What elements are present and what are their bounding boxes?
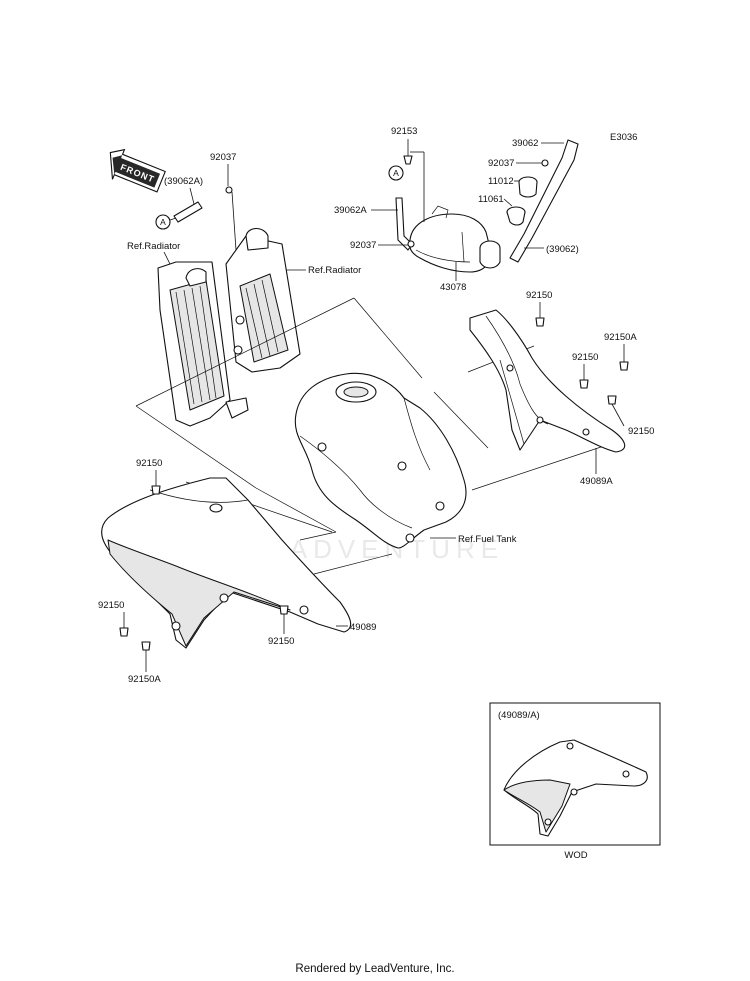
label-92150-c: 92150	[628, 426, 654, 437]
label-92150-left-top: 92150	[136, 458, 162, 469]
label-11012: 11012	[488, 176, 514, 187]
label-ref-radiator-left: Ref.Radiator	[127, 241, 180, 252]
left-radiator	[157, 261, 249, 427]
inset-title: (49089/A)	[498, 710, 540, 721]
label-92037-left: 92037	[210, 152, 236, 163]
label-92037-top-right: 92037	[488, 158, 514, 169]
right-radiator	[225, 227, 301, 373]
front-arrow-icon: FRONT	[109, 148, 166, 193]
label-92150-left-bottom: 92150	[98, 600, 124, 611]
shroud-right-49089A	[469, 309, 626, 453]
reservoir-tank-assembly: A	[388, 139, 579, 273]
label-39062A: 39062A	[334, 205, 367, 216]
callout-a-top: A	[393, 168, 399, 178]
fuel-tank	[294, 372, 467, 549]
label-39062-paren: (39062)	[546, 244, 579, 255]
label-49089A: 49089A	[580, 476, 613, 487]
footer-credit: Rendered by LeadVenture, Inc.	[295, 963, 455, 975]
label-92150-a: 92150	[526, 290, 552, 301]
shroud-left-49089	[101, 477, 352, 649]
label-92150-b: 92150	[572, 352, 598, 363]
label-92037-mid: 92037	[350, 240, 376, 251]
callout-a-left: A	[160, 217, 166, 227]
label-92150-mid-bottom: 92150	[268, 636, 294, 647]
label-43078: 43078	[440, 282, 466, 293]
label-39062-top: 39062	[512, 138, 538, 149]
label-ref-radiator-right: Ref.Radiator	[308, 265, 361, 276]
label-39062A-paren: (39062A)	[164, 176, 203, 187]
label-11061: 11061	[478, 194, 504, 205]
label-92150A-right: 92150A	[604, 332, 637, 343]
label-92150A-bottom: 92150A	[128, 674, 161, 685]
label-92153: 92153	[391, 126, 417, 137]
inset-box: (49089/A) WOD	[489, 702, 661, 861]
inset-caption: WOD	[564, 850, 587, 861]
diagram-code: E3036	[610, 132, 637, 143]
label-ref-fuel-tank: Ref.Fuel Tank	[458, 534, 517, 545]
label-49089: 49089	[350, 622, 376, 633]
